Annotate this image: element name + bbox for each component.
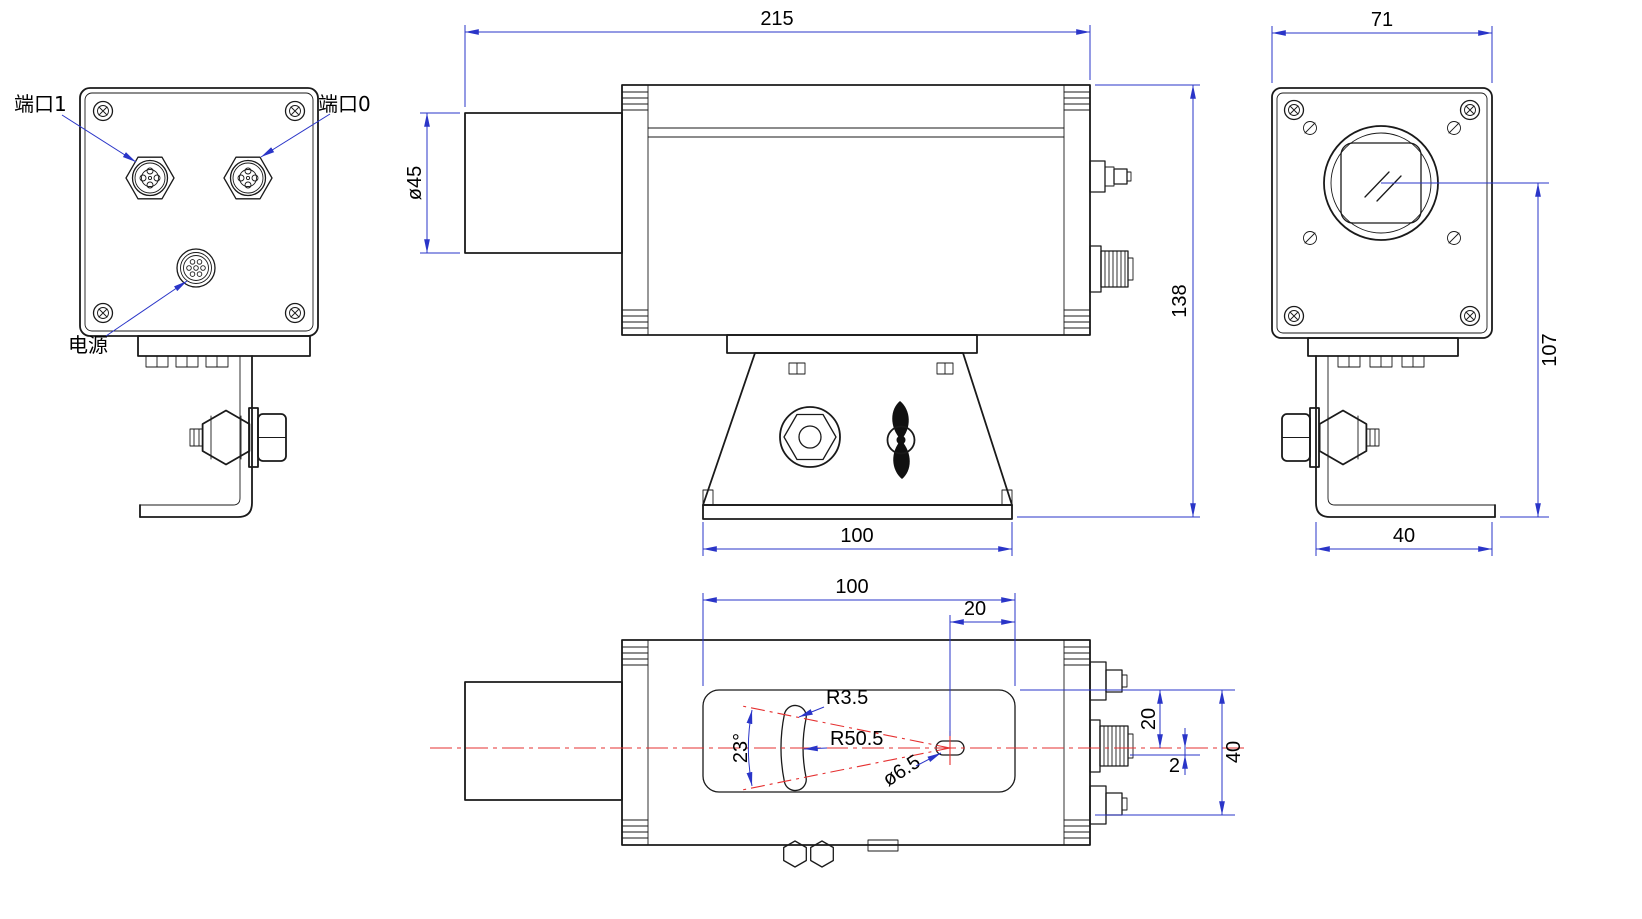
- dim-overall-length-label: 215: [760, 8, 793, 30]
- dim-bracket-foot-label: 40: [1393, 525, 1415, 547]
- dim-slot-span-label: 100: [835, 576, 868, 598]
- side-body: [464, 84, 1091, 336]
- dim-lens-diameter-label: ø45: [404, 166, 426, 200]
- dim-front-width: 71: [1271, 9, 1493, 83]
- dim-lens-center-height: 107: [1381, 182, 1561, 518]
- dim-hole-offset: 20: [949, 598, 1015, 736]
- dim-overall-height-label: 138: [1169, 284, 1191, 317]
- dim-overall-height: 138: [1017, 84, 1200, 518]
- power-label: 电源: [68, 333, 108, 357]
- front-mounting-bracket: [1281, 337, 1496, 518]
- lens-barrel: [464, 112, 623, 254]
- rear-housing: [79, 87, 319, 337]
- port1-connector: [125, 156, 175, 200]
- dim-bracket-foot: 40: [1315, 522, 1493, 556]
- bolt-icon: [1281, 407, 1380, 468]
- lens-screw-icon: [1303, 121, 1461, 245]
- side-connector-top: [1089, 160, 1132, 193]
- dim-end-radius-label: R3.5: [826, 687, 868, 709]
- dim-slot-span: 100: [702, 576, 1016, 686]
- port1-label: 端口1: [14, 92, 67, 116]
- dim-lens-center-height-label: 107: [1539, 333, 1561, 366]
- bottom-connector-top: [1089, 661, 1128, 701]
- port0-connector: [223, 156, 273, 200]
- power-leader-line: [105, 280, 188, 337]
- side-connector-bottom: [1089, 245, 1134, 293]
- dim-vertical-span-label: 40: [1223, 741, 1245, 763]
- dim-bracket-base: 100: [702, 522, 1013, 556]
- glass-glare-icon: [1364, 171, 1402, 202]
- pivot-bolt-icon: [779, 406, 841, 468]
- dim-hole-offset-label: 20: [964, 598, 986, 620]
- corner-screw-icon: [92, 100, 306, 324]
- dim-hole-diameter-leader: [915, 752, 942, 767]
- dim-angle-label: 23°: [730, 733, 752, 763]
- bottom-connector-bottom: [1089, 785, 1128, 825]
- centerlines: [430, 705, 1245, 791]
- dim-axis-offset: 2: [1169, 728, 1188, 777]
- rear-view: 端口1 端口0 电源: [14, 87, 371, 518]
- power-connector: [176, 248, 216, 288]
- side-view: 215 ø45 138 100: [404, 8, 1200, 556]
- side-mounting-bracket: [702, 334, 1013, 520]
- corner-screw-icon: [1283, 99, 1481, 327]
- dim-hole-diameter-label: ø6.5: [879, 751, 925, 791]
- dim-arc-radius-label: R50.5: [830, 728, 883, 750]
- port1-leader-line: [61, 114, 137, 163]
- bolt-icon: [189, 407, 287, 468]
- front-view: 71 107 40: [1271, 9, 1561, 556]
- bottom-fasteners: [783, 839, 899, 868]
- port0-leader-line: [260, 113, 331, 158]
- dim-edge-to-axis: 20: [1020, 689, 1235, 816]
- dim-axis-offset-label: 2: [1169, 755, 1180, 777]
- dim-lens-diameter: ø45: [404, 112, 460, 254]
- bottom-body: [464, 639, 1091, 868]
- bottom-connector-middle: [1089, 719, 1134, 773]
- bottom-view: 23° R3.5 R50.5 ø6.5 100 20 20 2: [430, 576, 1245, 868]
- dim-vertical-span: 40: [1219, 690, 1245, 815]
- dim-edge-to-axis-label: 20: [1138, 708, 1160, 730]
- dim-angle-arc: [746, 709, 753, 787]
- dim-overall-length: 215: [464, 8, 1091, 107]
- dim-arc-radius-leader: [803, 745, 828, 752]
- rear-mounting-bracket: [137, 335, 311, 518]
- camera-body: [621, 84, 1091, 336]
- dim-bracket-base-label: 100: [840, 525, 873, 547]
- dim-front-width-label: 71: [1371, 9, 1393, 31]
- lens-barrel: [464, 681, 623, 801]
- port0-label: 端口0: [318, 92, 371, 116]
- dim-end-radius-leader: [798, 706, 825, 718]
- front-housing: [1271, 87, 1493, 339]
- adjustment-panel: [702, 689, 1016, 793]
- clamp-lever-icon: [886, 401, 916, 479]
